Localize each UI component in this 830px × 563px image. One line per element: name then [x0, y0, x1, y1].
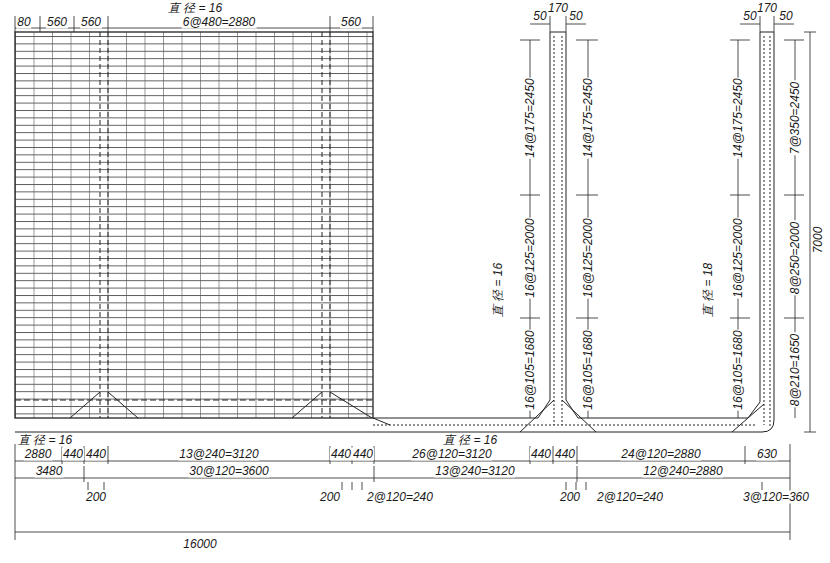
dimension-label: 直 径 = 16	[492, 262, 505, 318]
dimension-label: 440	[330, 448, 352, 461]
dimension-label: 170	[547, 2, 569, 15]
dimension-label: 440	[530, 448, 552, 461]
dimension-label: 24@120=2880	[620, 448, 701, 461]
dimension-label: 440	[554, 448, 576, 461]
dimension-label: 3480	[35, 465, 64, 478]
dimension-label: 50	[742, 10, 757, 23]
dimension-label: 16@125=2000	[582, 217, 595, 298]
dimension-label: 12@240=2880	[642, 465, 723, 478]
dimension-label: 7@350=2450	[789, 81, 802, 156]
dimension-label: 14@175=2450	[732, 77, 745, 158]
dimension-label: 13@240=3120	[178, 448, 259, 461]
dimension-label: 80	[16, 16, 31, 29]
dimension-label: 26@120=3120	[411, 448, 492, 461]
dimension-label: 3@120=360	[742, 491, 810, 504]
dimension-label: 14@175=2450	[524, 77, 537, 158]
dimension-label: 200	[559, 491, 581, 504]
dimension-label: 14@175=2450	[582, 77, 595, 158]
dimension-label: 200	[319, 491, 341, 504]
dimension-label: 440	[85, 448, 107, 461]
dimension-label: 16@125=2000	[524, 217, 537, 298]
dimension-label: 560	[340, 16, 362, 29]
dimension-label: 直 径 = 18	[702, 262, 715, 318]
dimension-label: 直 径 = 16	[17, 434, 73, 447]
dimension-label: 直 径 = 16	[442, 434, 498, 447]
dimension-label: 50	[778, 10, 793, 23]
dimension-label: 440	[62, 448, 84, 461]
dimension-label: 13@240=3120	[434, 465, 515, 478]
dimension-label: 16@105=1680	[582, 329, 595, 410]
dimension-label: 2@120=240	[596, 491, 664, 504]
dimension-label: 440	[352, 448, 374, 461]
dimension-label: 16000	[182, 538, 217, 551]
dimension-label: 170	[756, 2, 778, 15]
dimension-label: 8@250=2000	[789, 221, 802, 296]
dimension-label: 7000	[812, 226, 825, 255]
dimension-label: 16@105=1680	[524, 329, 537, 410]
dimension-label: 630	[756, 448, 778, 461]
dimension-label: 2@120=240	[366, 491, 434, 504]
dimension-label: 50	[532, 10, 547, 23]
dimension-label: 30@120=3600	[188, 465, 269, 478]
dimension-label: 200	[85, 491, 107, 504]
dimension-label: 6@480=2880	[182, 16, 257, 29]
dimension-label: 16@125=2000	[732, 217, 745, 298]
dimension-label: 16@105=1680	[732, 329, 745, 410]
dimension-label: 8@210=1650	[789, 333, 802, 408]
dimension-label: 560	[46, 16, 68, 29]
dimension-label: 2880	[24, 448, 53, 461]
dimension-label: 50	[568, 10, 583, 23]
dimension-label: 直 径 = 16	[167, 2, 223, 15]
dimension-label: 560	[80, 16, 102, 29]
